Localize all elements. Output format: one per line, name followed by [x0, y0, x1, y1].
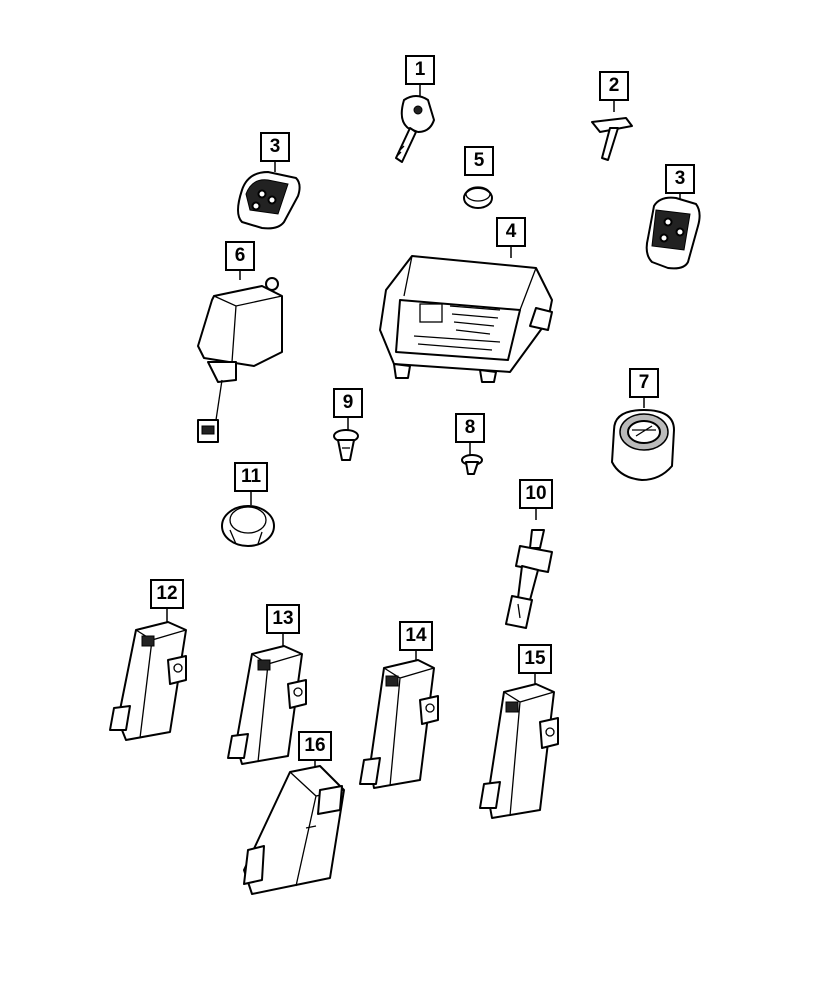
callout-9: 9 [333, 388, 363, 418]
push-pin-part-9 [333, 429, 359, 461]
bracket-part-12 [109, 621, 187, 741]
callout-7: 7 [629, 368, 659, 398]
callout-16: 16 [298, 731, 332, 761]
key-fob-part-3-left [237, 171, 301, 230]
cylinder-part-10 [505, 529, 553, 629]
callout-2: 2 [599, 71, 629, 101]
bracket-part-15 [479, 683, 559, 819]
module-part-4 [379, 255, 553, 383]
callout-15: 15 [518, 644, 552, 674]
callout-4: 4 [496, 217, 526, 247]
callout-3-left: 3 [260, 132, 290, 162]
key-part-1 [395, 95, 435, 163]
fastener-part-8 [461, 454, 483, 475]
emergency-key-part-2 [591, 117, 633, 161]
receiver-part-6 [197, 277, 283, 443]
bracket-part-14 [359, 659, 439, 789]
callout-11: 11 [234, 462, 268, 492]
callout-3-right: 3 [665, 164, 695, 194]
callout-10: 10 [519, 479, 553, 509]
bracket-part-16 [243, 765, 345, 895]
ring-part-11 [221, 505, 275, 547]
callout-8: 8 [455, 413, 485, 443]
bracket-part-13 [227, 645, 307, 765]
key-fob-part-3-right [645, 196, 701, 270]
callout-5: 5 [464, 146, 494, 176]
leader-lines [166, 85, 681, 772]
callout-12: 12 [150, 579, 184, 609]
callout-1: 1 [405, 55, 435, 85]
battery-part-5 [463, 186, 493, 209]
ignition-switch-part-7 [611, 409, 675, 481]
callout-14: 14 [399, 621, 433, 651]
callout-13: 13 [266, 604, 300, 634]
callout-6: 6 [225, 241, 255, 271]
